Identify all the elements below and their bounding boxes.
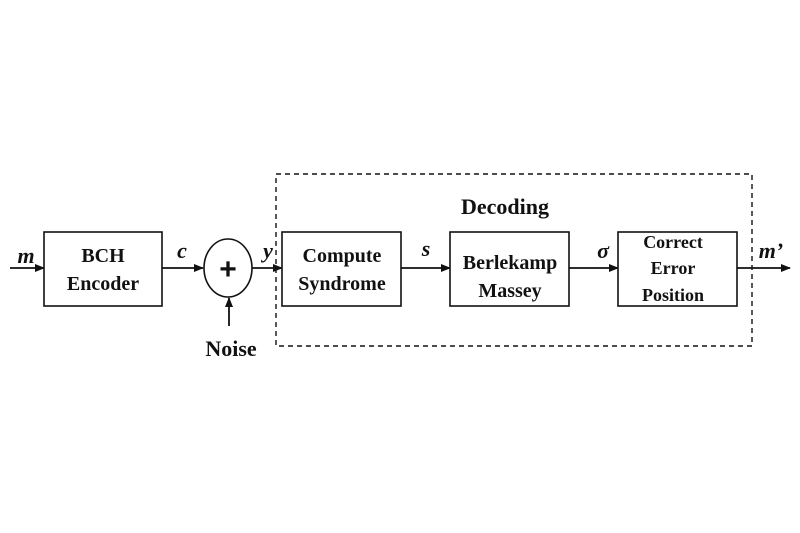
received-signal-label: y: [260, 238, 273, 263]
correct-error-line2: Error: [651, 258, 696, 278]
decoding-group-border: [275, 173, 753, 347]
decoding-group-label: Decoding: [461, 194, 549, 219]
syndrome-signal-label: s: [421, 236, 431, 261]
compute-syndrome-line2: Syndrome: [298, 273, 386, 295]
adder-symbol: +: [219, 253, 237, 286]
compute-syndrome-block: [281, 231, 402, 307]
output-signal-label: m’: [759, 238, 783, 263]
bch-encoder-line1: BCH: [81, 245, 125, 267]
berlekamp-massey-line2: Massey: [478, 280, 541, 302]
bch-encoder-line2: Encoder: [67, 273, 139, 295]
correct-error-line3: Position: [642, 285, 704, 305]
locator-signal-label: σ: [597, 238, 610, 263]
berlekamp-massey-line1: Berlekamp: [463, 252, 557, 274]
compute-syndrome-line1: Compute: [303, 245, 382, 267]
correct-error-position-block: [617, 231, 738, 307]
berlekamp-massey-block: [449, 231, 570, 307]
noise-label: Noise: [205, 336, 257, 361]
correct-error-line1: Correct: [643, 232, 703, 252]
bch-encoder-block: [43, 231, 163, 307]
codeword-signal-label: c: [177, 238, 187, 263]
input-signal-label: m: [17, 243, 34, 268]
